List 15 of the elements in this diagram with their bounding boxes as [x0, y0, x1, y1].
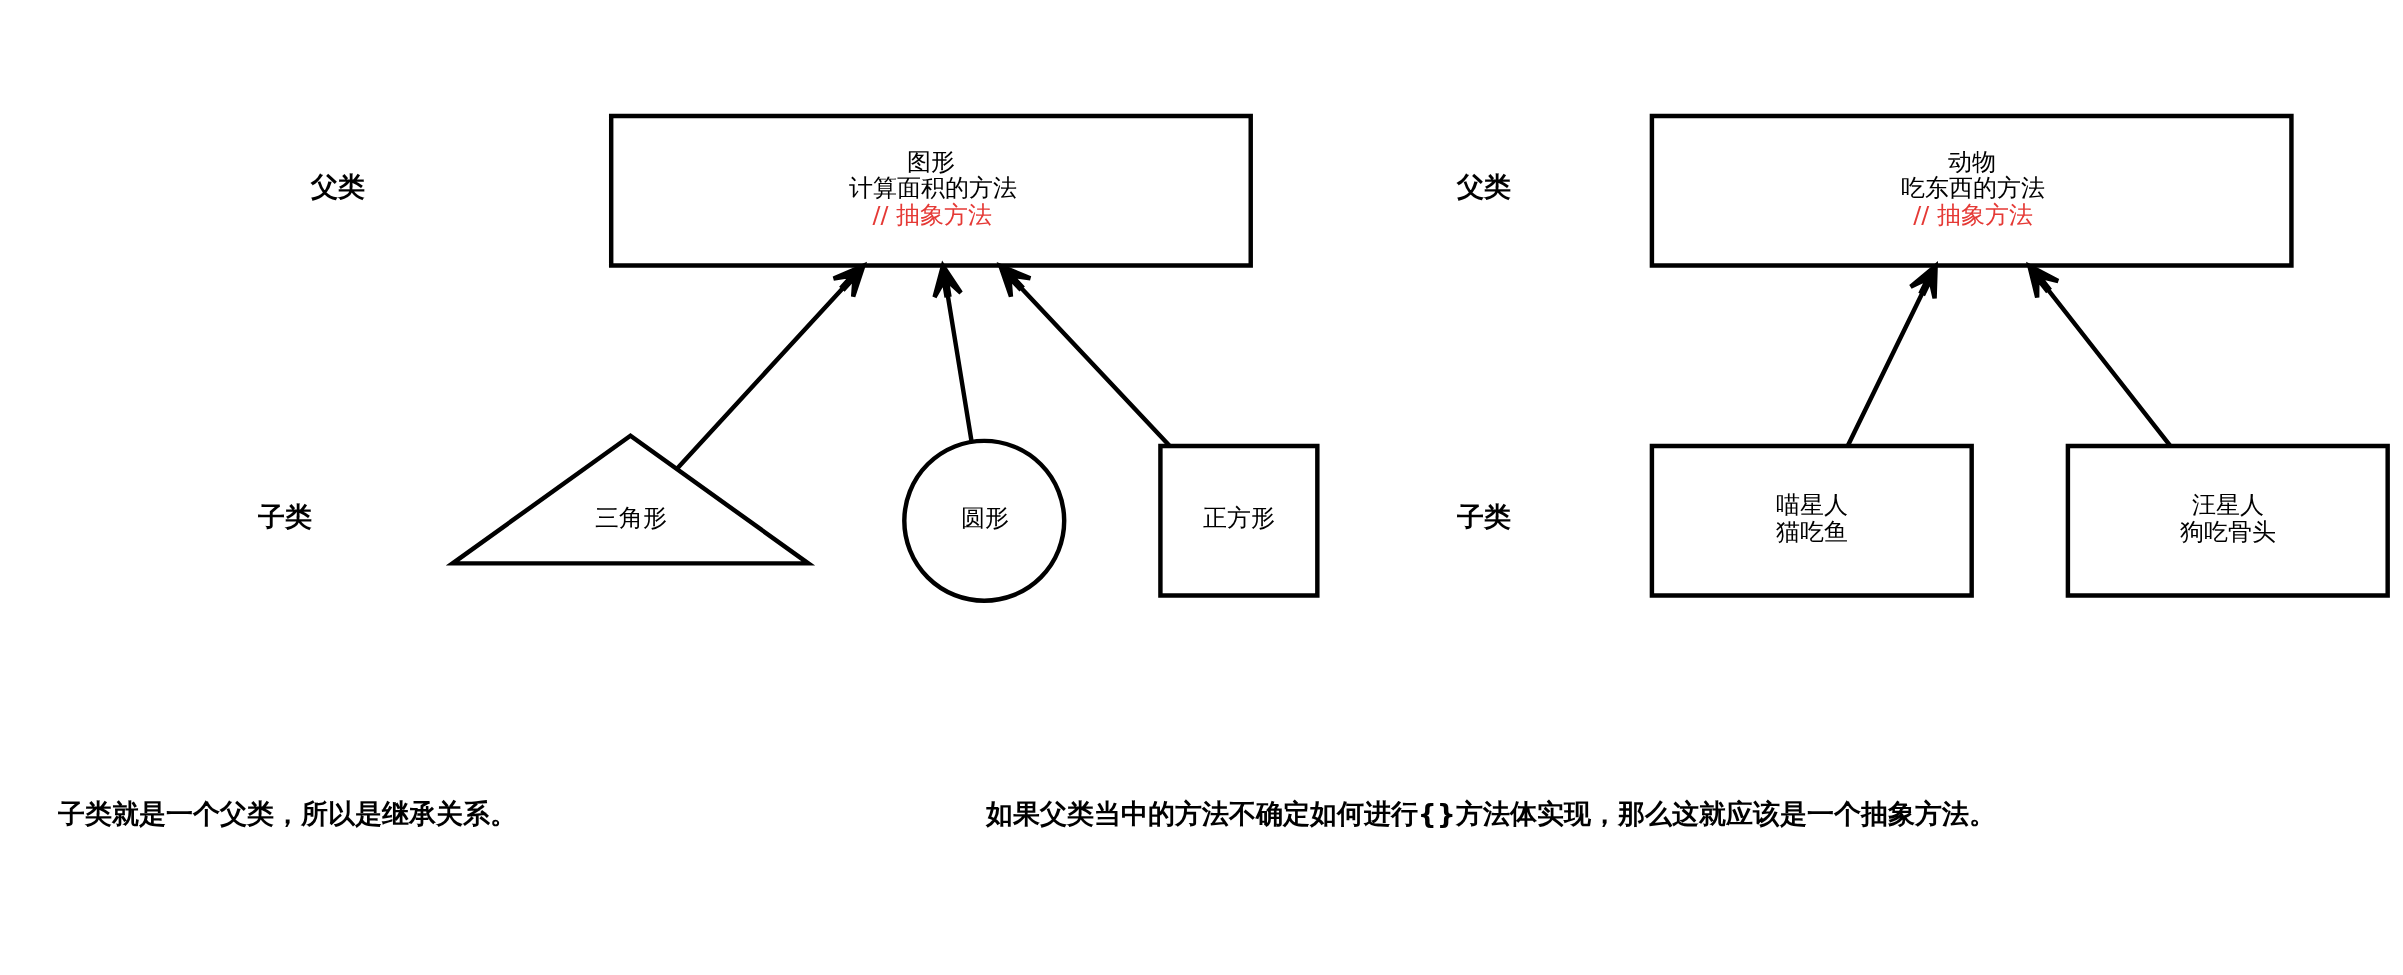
- label: 父类: [311, 170, 366, 202]
- label: 子类就是一个父类，所以是继承关系。: [58, 797, 518, 829]
- node-box: 正方形: [1158, 443, 1320, 598]
- node-box: 图形 计算面积的方法 // 抽象方法: [608, 113, 1253, 268]
- node-box: 动物 吃东西的方法 // 抽象方法: [1649, 113, 2294, 268]
- node-box: 喵星人 猫吃鱼: [1649, 443, 1974, 598]
- arrow: [932, 263, 974, 443]
- label: 父类: [1457, 170, 1512, 202]
- label: 子类: [1457, 500, 1512, 532]
- label: 子类: [258, 500, 313, 532]
- label: 如果父类当中的方法不确定如何进行{}方法体实现，那么这就应该是一个抽象方法。: [985, 797, 1996, 829]
- node-circle: 圆形: [902, 438, 1067, 603]
- node-box: 汪星人 狗吃骨头: [2065, 443, 2390, 598]
- arrow: [1845, 263, 1938, 447]
- arrow: [675, 263, 866, 471]
